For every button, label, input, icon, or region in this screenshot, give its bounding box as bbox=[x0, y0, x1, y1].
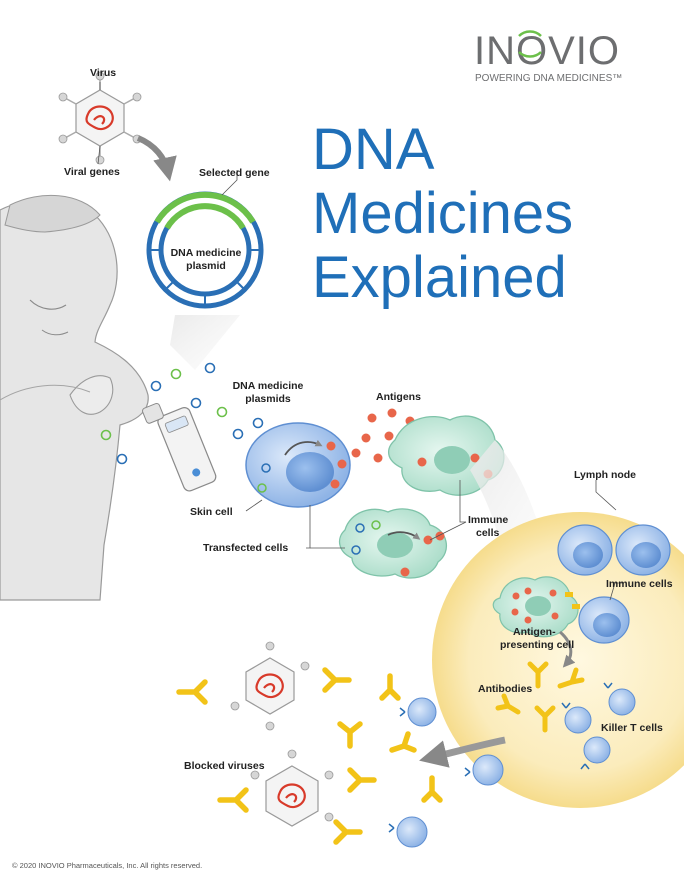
virus-to-plasmid-arrow bbox=[136, 135, 177, 182]
label-apc-line1: Antigen- bbox=[513, 626, 556, 638]
label-blocked-viruses: Blocked viruses bbox=[184, 760, 265, 772]
antigen-presenting-cell bbox=[492, 576, 580, 638]
label-virus: Virus bbox=[90, 67, 116, 79]
label-skin-cell: Skin cell bbox=[190, 506, 233, 518]
label-transfected-cells: Transfected cells bbox=[203, 542, 288, 554]
lymph-immune-cells bbox=[557, 524, 671, 644]
free-antibodies bbox=[176, 667, 443, 845]
label-immune-cells-line1: Immune bbox=[468, 514, 508, 526]
dna-plasmid bbox=[146, 191, 264, 309]
skin-cell bbox=[245, 422, 351, 508]
person-illustration bbox=[0, 194, 149, 601]
title-line-1: DNA bbox=[312, 117, 435, 182]
copyright-notice: © 2020 INOVIO Pharmaceuticals, Inc. All … bbox=[12, 861, 202, 870]
label-plasmid-line1: DNA medicine bbox=[171, 247, 242, 259]
label-antibodies: Antibodies bbox=[478, 683, 532, 695]
label-plasmid-line2: plasmid bbox=[186, 260, 226, 272]
free-plasmids bbox=[100, 362, 264, 465]
title-line-2: Medicines bbox=[312, 181, 573, 246]
brand-tagline: POWERING DNA MEDICINES™ bbox=[475, 73, 622, 84]
label-plasmids-line2: plasmids bbox=[245, 393, 291, 405]
label-lymph-node: Lymph node bbox=[574, 469, 636, 481]
virus-illustration bbox=[58, 71, 142, 165]
immune-cell-lower bbox=[338, 508, 448, 579]
inovio-logo: INOVIO POWERING DNA MEDICINES™ bbox=[474, 29, 622, 84]
label-antigens: Antigens bbox=[376, 391, 421, 403]
lymph-node bbox=[432, 512, 684, 808]
antibody-arrow bbox=[419, 736, 506, 768]
blocked-virus-upper bbox=[230, 641, 310, 731]
label-killer-t-cells: Killer T cells bbox=[601, 722, 663, 734]
leader-lines bbox=[97, 82, 624, 601]
killer-t-cells bbox=[561, 682, 636, 770]
brand-name: INOVIO bbox=[474, 29, 620, 73]
label-selected-gene: Selected gene bbox=[199, 167, 270, 179]
plasmid-beam bbox=[170, 315, 240, 370]
label-lymph-immune-cells: Immune cells bbox=[606, 578, 673, 590]
label-viral-genes: Viral genes bbox=[64, 166, 120, 178]
bottom-immune-cells bbox=[388, 697, 504, 848]
label-immune-cells-line2: cells bbox=[476, 527, 500, 539]
apc-arrow bbox=[558, 630, 576, 668]
label-apc-line2: presenting cell bbox=[500, 639, 574, 651]
blocked-virus-lower bbox=[250, 749, 334, 827]
label-plasmids-line1: DNA medicine bbox=[233, 380, 304, 392]
title-line-3: Explained bbox=[312, 245, 567, 310]
antibodies-cluster bbox=[495, 661, 585, 733]
injection-device bbox=[141, 402, 217, 492]
